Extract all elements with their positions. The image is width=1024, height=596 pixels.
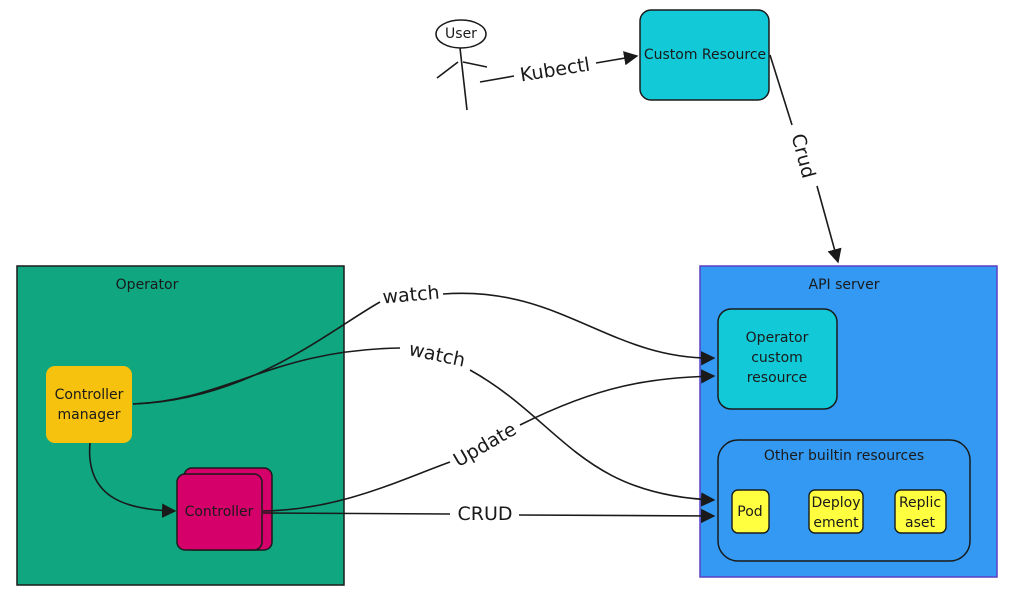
crud-upper-edge-part2 [816, 185, 842, 264]
kubectl-label: Kubectl [518, 54, 591, 87]
controller-manager-label-line1: Controller [55, 387, 124, 403]
cm-to-controller-edge [88, 442, 177, 518]
update-label: Update [450, 418, 521, 471]
crud-upper-label: Crud [787, 131, 820, 180]
replicaset-label-line2: aset [905, 515, 935, 531]
watch-1-edge-part2 [442, 292, 716, 366]
controller-manager-label-line2: manager [58, 407, 121, 423]
update-edge-part1 [262, 461, 451, 512]
watch-2-edge-part1 [132, 347, 401, 405]
deployment-label-line2: ement [813, 515, 859, 531]
controller-node[interactable]: Controller [176, 467, 273, 551]
api-server-title: API server [809, 277, 880, 293]
replicaset-label-line1: Replic [899, 495, 941, 511]
watch-2-label: watch [407, 338, 467, 371]
crud-lower-edge-part2 [518, 508, 716, 524]
other-builtin-resources-label: Other builtin resources [764, 448, 924, 464]
crud-lower-label: CRUD [457, 503, 512, 525]
operator-cr-label-line1: Operator [746, 330, 809, 346]
other-builtin-resources-group[interactable]: Other builtin resources Pod Deploy ement… [717, 439, 971, 562]
kubectl-edge-part1 [479, 75, 515, 83]
deployment-node[interactable]: Deploy ement [808, 489, 864, 534]
operator-cr-label-line2: custom [751, 350, 803, 366]
replicaset-node[interactable]: Replic aset [894, 489, 947, 534]
controller-label: Controller [185, 504, 254, 520]
user-right-arm [462, 61, 488, 68]
watch-2-edge-part2 [469, 369, 716, 507]
user-label: User [445, 26, 477, 42]
operator-cr-label-line3: resource [747, 370, 808, 386]
pod-label: Pod [737, 504, 762, 520]
crud-upper-edge-part1 [769, 54, 793, 126]
user-body [459, 47, 468, 111]
update-edge-part2 [519, 369, 716, 426]
user-left-arm [436, 61, 459, 79]
custom-resource-node[interactable]: Custom Resource [639, 9, 770, 101]
watch-1-label: watch [382, 282, 441, 309]
deployment-label-line1: Deploy [811, 495, 860, 511]
pod-node[interactable]: Pod [731, 489, 770, 534]
user-actor[interactable]: User [435, 19, 488, 111]
crud-lower-edge-part1 [262, 512, 451, 515]
controller-manager-node[interactable]: Controller manager [46, 366, 132, 443]
operator-custom-resource-node[interactable]: Operator custom resource [717, 308, 838, 410]
operator-title: Operator [116, 277, 179, 293]
custom-resource-label: Custom Resource [644, 47, 766, 63]
user-head [435, 19, 487, 49]
kubectl-edge-part2 [595, 51, 639, 66]
